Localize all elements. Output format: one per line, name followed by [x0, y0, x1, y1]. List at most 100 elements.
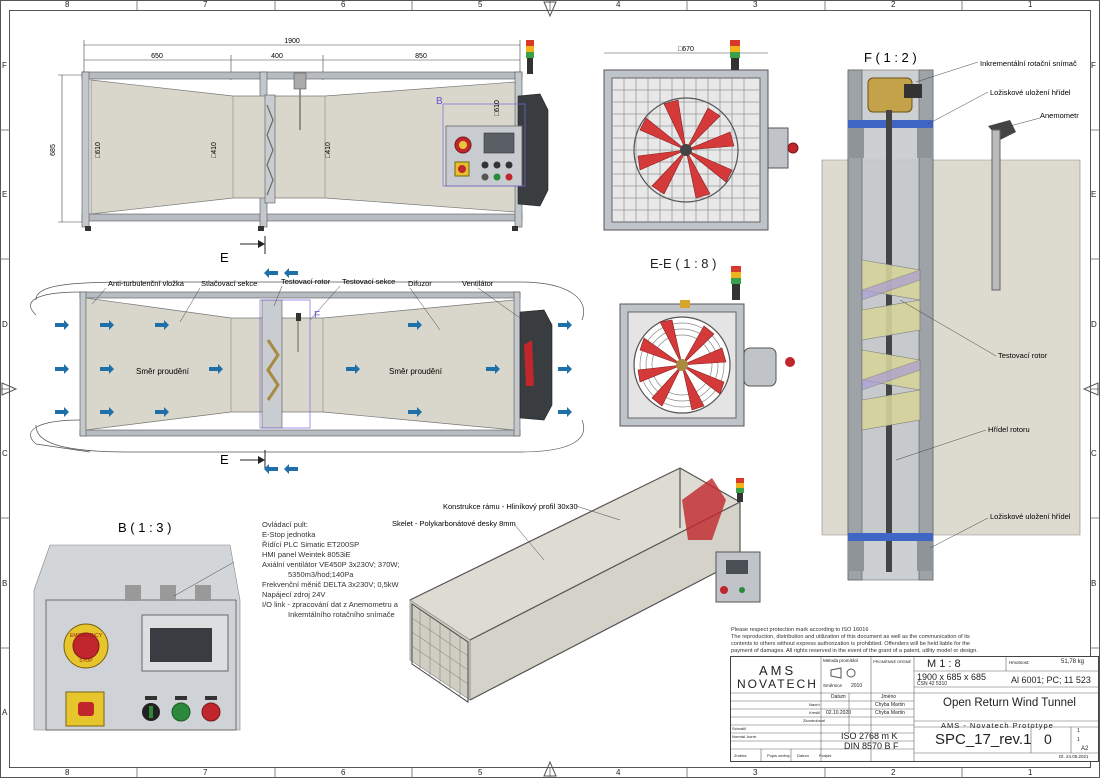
row-label: F — [2, 61, 7, 70]
row-label: C — [1091, 449, 1097, 458]
col-label: 7 — [203, 768, 208, 777]
col-label: 4 — [616, 0, 621, 9]
label-bearing-bottom: Ložiskové uložení hřídel — [990, 512, 1071, 521]
date-value: 02.10.2020 — [826, 710, 852, 716]
label-anti-turbulence: Anti-turbulenční vložka — [108, 279, 185, 288]
estop-text-2: STOP — [79, 658, 93, 664]
ee-title: E-E ( 1 : 8 ) — [650, 256, 717, 271]
drawing-number: SPC_17_rev.1 — [935, 731, 1032, 748]
detail-b-view: EMERGENCY STOP B ( 1 : 3 ) — [33, 520, 241, 731]
title-block-grid — [731, 657, 1098, 761]
row-label: F — [1091, 61, 1096, 70]
note-line: HMI panel Weintek 8053iE — [262, 550, 351, 559]
center-mark-top — [543, 1, 557, 18]
col-header-date: Datum — [831, 694, 846, 700]
note-line: 5350m3/hod;140Pa — [288, 570, 354, 579]
col-label: 3 — [753, 0, 758, 9]
estop-text-1: EMERGENCY — [70, 633, 103, 639]
row-label: E — [1091, 190, 1097, 199]
label-bearing-top: Ložiskové uložení hřídel — [990, 88, 1071, 97]
projection-label: Metoda promítání — [823, 658, 859, 663]
row-label: E — [2, 190, 8, 199]
col-label: 2 — [891, 768, 896, 777]
section-letter-bottom: E — [220, 452, 229, 467]
directive-year: 2010 — [851, 683, 863, 689]
notice-line: Please respect protection mark according… — [731, 627, 869, 633]
label-compression: Stlačovací sekce — [201, 279, 257, 288]
col-label: 5 — [478, 0, 483, 9]
label-rotor-shaft: Hřídel rotoru — [988, 425, 1030, 434]
logo-line-1: AMS — [759, 663, 797, 678]
author-value: Chyba Martin — [875, 702, 905, 708]
dim-overall: 1900 — [284, 38, 300, 45]
center-mark-left — [1, 382, 18, 396]
col-label: 4 — [616, 768, 621, 777]
dim-410-a: □410 — [211, 142, 218, 158]
dim-610-left: □610 — [95, 142, 102, 158]
note-line: Řídící PLC Simatic ET200SP — [262, 540, 360, 549]
tolerance-din: DIN 8570 B F — [844, 741, 899, 751]
bottom-col-desc: Popis změny — [767, 753, 790, 758]
note-line: E-Stop jednotka — [262, 530, 316, 539]
dim-685: 685 — [50, 144, 57, 156]
row-label: D — [1091, 320, 1097, 329]
protection-notice: Please respect protection mark according… — [731, 627, 978, 655]
top-view: 1900 650 400 850 685 □610 □410 □410 □610… — [50, 38, 549, 231]
footer-date: Dt. 24.05.2021 — [1059, 754, 1089, 759]
row-label-approved: Schválil — [732, 726, 746, 731]
notes-list: Ovládací pult: E-Stop jednotka Řídící PL… — [262, 520, 399, 620]
detail-f-view: F ( 1 : 2 ) Inkrementální rotační snímač… — [821, 50, 1081, 581]
col-label: 5 — [478, 768, 483, 777]
row-label: B — [1091, 579, 1097, 588]
row-label: A — [2, 708, 8, 717]
tolerance-iso: ISO 2768 m K — [841, 731, 898, 741]
dim-400: 400 — [271, 53, 283, 60]
bottom-col-sign: Podpis — [819, 753, 832, 758]
label-test-rotor: Testovací rotor — [281, 277, 331, 286]
note-line: Inkemtálního rotačního snímače — [288, 610, 395, 619]
bottom-col-date: Datum — [797, 753, 809, 758]
row-label-design: Navrh — [809, 702, 820, 707]
detail-marker-f: F — [314, 310, 320, 321]
list-count-1: 1 — [1077, 728, 1080, 734]
note-line: Napájecí zdroj 24V — [262, 590, 326, 599]
list-count-2: 1 — [1077, 737, 1080, 743]
col-label: 7 — [203, 0, 208, 9]
col-label: 2 — [891, 0, 896, 9]
front-view: □670 — [603, 40, 799, 231]
roughness-label: PROMĚNNÉ DRSNÉ — [873, 659, 912, 664]
iso-view: Konstrukce rámu - Hliníkový profil 30x30… — [392, 467, 761, 703]
size-value: 1900 x 685 x 685 — [917, 672, 987, 682]
drawing-title: Open Return Wind Tunnel — [943, 697, 1076, 709]
note-line: I/O link - zpracování dat z Anemometru a — [262, 600, 398, 609]
label-test-rotor-detail: Testovací rotor — [998, 351, 1048, 360]
directive-label: Směrnice — [823, 683, 843, 688]
weight-value: 51,78 kg — [1061, 659, 1085, 665]
author-value-2: Chyba Martin — [875, 710, 905, 716]
label-diffuser: Difuzor — [408, 279, 432, 288]
paper-format: A2 — [1081, 746, 1089, 752]
title-block: AMS NOVATECH Metoda promítání Směrnice 2… — [730, 656, 1099, 762]
row-label: B — [2, 579, 8, 588]
col-label: 8 — [65, 0, 70, 9]
label-anemometer: Anemometr — [1040, 111, 1079, 120]
label-fan: Ventilátor — [462, 279, 494, 288]
ee-view — [619, 266, 795, 427]
col-label: 1 — [1028, 0, 1033, 9]
col-label: 8 — [65, 768, 70, 777]
row-label-drawn: Kreslil — [809, 710, 820, 715]
detail-f-title: F ( 1 : 2 ) — [864, 50, 917, 65]
detail-b-title: B ( 1 : 3 ) — [118, 520, 171, 535]
section-letter-top: E — [220, 250, 229, 265]
col-header-name: Jméno — [881, 694, 897, 700]
dim-670: □670 — [678, 46, 694, 53]
label-flow-2: Směr proudění — [389, 367, 443, 376]
center-mark-bottom — [543, 760, 557, 777]
col-label: 1 — [1028, 768, 1033, 777]
dim-650: 650 — [151, 53, 163, 60]
row-label: C — [2, 449, 8, 458]
row-label: D — [2, 320, 8, 329]
flow-arrows — [55, 268, 572, 474]
